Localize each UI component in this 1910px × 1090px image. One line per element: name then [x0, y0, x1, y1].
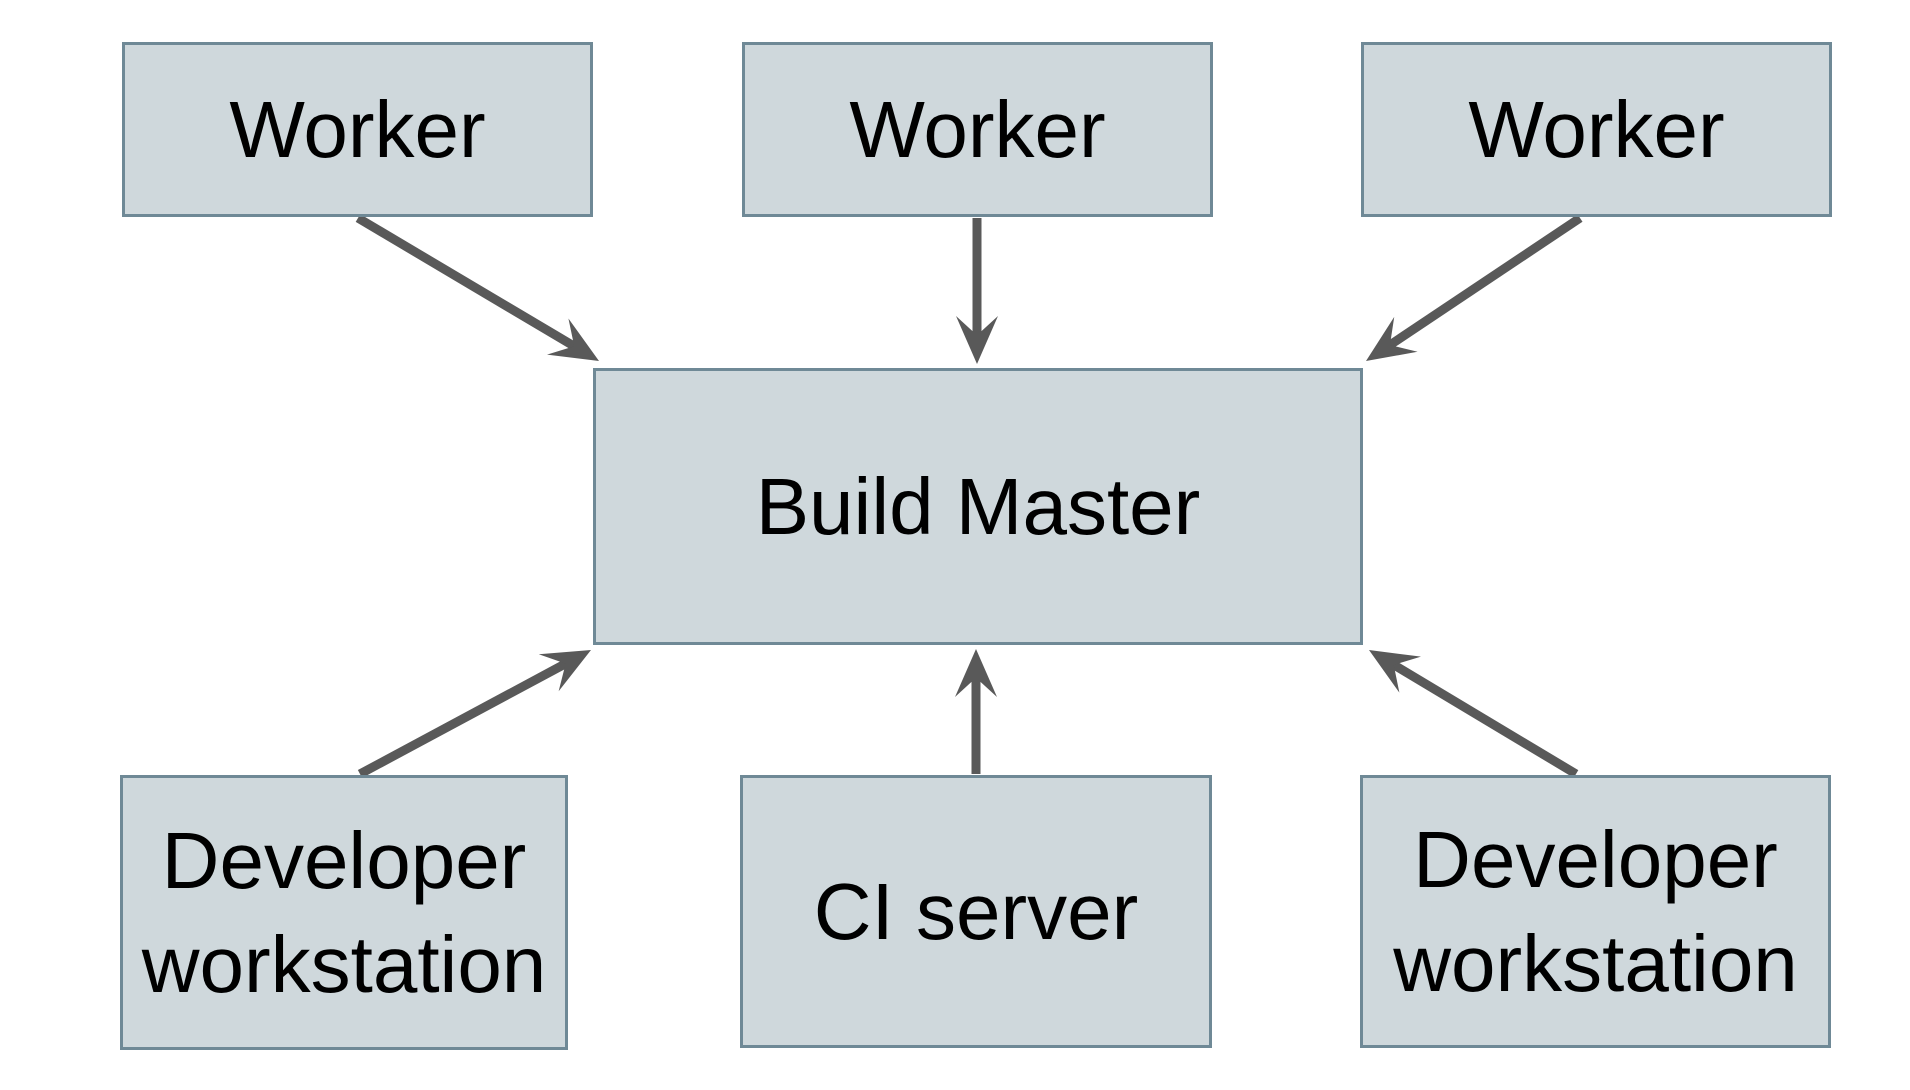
- node-label: Developer workstation: [141, 815, 547, 1009]
- node-dev-workstation-left: Developer workstation: [120, 775, 568, 1050]
- arrow-ci-server-to-build-master: [955, 649, 997, 774]
- node-dev-workstation-right: Developer workstation: [1360, 775, 1831, 1048]
- node-label: Worker: [229, 84, 486, 174]
- node-ci-server: CI server: [740, 775, 1212, 1048]
- arrow-dev-workstation-right-to-build-master: [1369, 650, 1579, 778]
- node-build-master: Build Master: [593, 368, 1363, 645]
- node-label: Developer workstation: [1393, 814, 1798, 1008]
- node-label: Build Master: [755, 461, 1201, 551]
- node-worker-3: Worker: [1361, 42, 1832, 217]
- node-label: CI server: [813, 866, 1139, 956]
- arrow-worker-1-to-build-master: [355, 214, 599, 361]
- node-label: Worker: [1468, 84, 1725, 174]
- arrow-worker-2-to-build-master: [956, 218, 998, 364]
- arrow-worker-3-to-build-master: [1366, 214, 1583, 361]
- node-worker-1: Worker: [122, 42, 593, 217]
- node-worker-2: Worker: [742, 42, 1213, 217]
- node-label: Worker: [849, 84, 1106, 174]
- arrow-dev-workstation-left-to-build-master: [357, 650, 591, 778]
